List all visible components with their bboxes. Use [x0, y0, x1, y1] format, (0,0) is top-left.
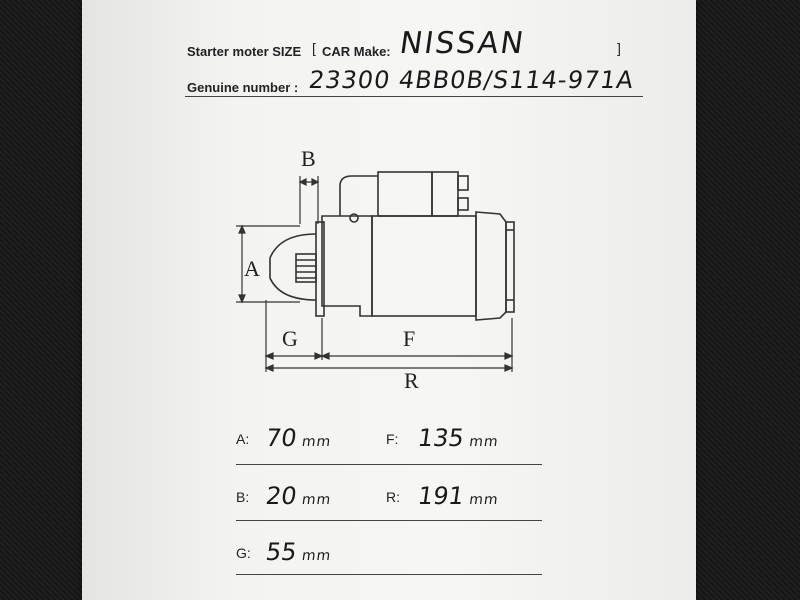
starter-size-label: Starter moter SIZE [187, 44, 302, 59]
row-underline [236, 574, 542, 575]
measure-g-label: G: [236, 545, 251, 561]
genuine-number-label: Genuine number : [187, 80, 299, 95]
genuine-underline [185, 96, 643, 97]
measure-r-label: R: [386, 489, 400, 505]
background-left [0, 0, 90, 600]
background-right [690, 0, 800, 600]
pinion-gear [295, 253, 317, 283]
dimension-label-r: R [404, 368, 419, 393]
measure-b-label: B: [236, 489, 250, 505]
dimension-label-b: B [301, 146, 316, 171]
dimension-label-g: G [282, 326, 298, 351]
bracket-open: [ [312, 40, 316, 56]
car-make-label: CAR Make: [322, 44, 391, 59]
row-underline [236, 464, 542, 465]
end-cap [475, 211, 507, 321]
spec-sheet [82, 0, 696, 600]
dimension-label-f: F [403, 326, 416, 351]
measure-a-label: A: [236, 431, 250, 447]
pinion-cover [269, 233, 317, 301]
row-underline [236, 520, 542, 521]
motor-body [371, 215, 477, 317]
dimension-label-a: A [244, 256, 260, 281]
measure-f-label: F: [386, 431, 399, 447]
solenoid [377, 171, 433, 217]
bracket-close: ] [617, 40, 621, 56]
drive-housing [321, 215, 373, 317]
